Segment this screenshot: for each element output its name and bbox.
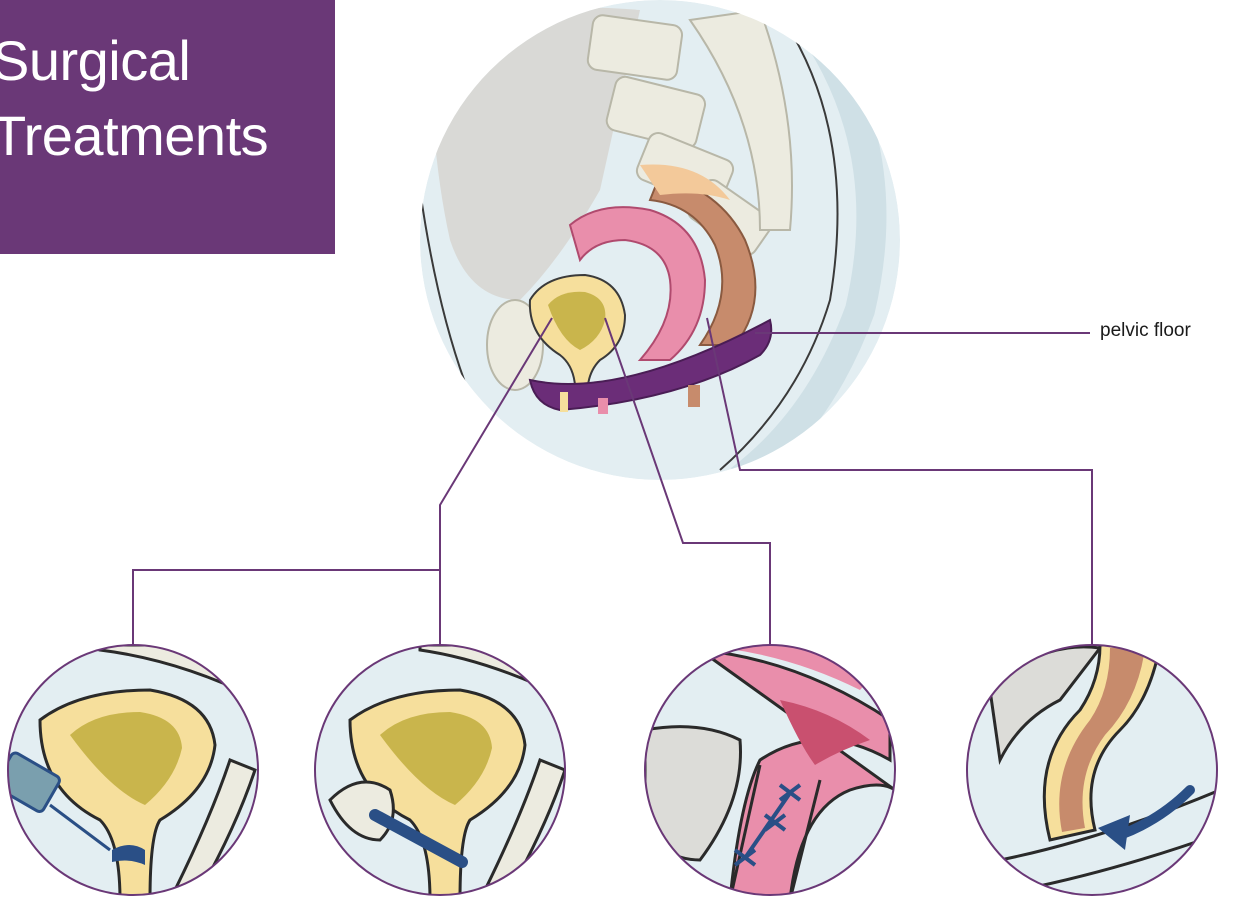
pelvic-floor-label: pelvic floor [1100,320,1191,342]
detail-panel-2 [315,645,570,900]
detail-panel-3 [645,645,900,900]
detail-panel-1 [0,645,260,900]
detail-panel-4 [967,645,1230,895]
pelvis-cross-section [420,0,900,480]
